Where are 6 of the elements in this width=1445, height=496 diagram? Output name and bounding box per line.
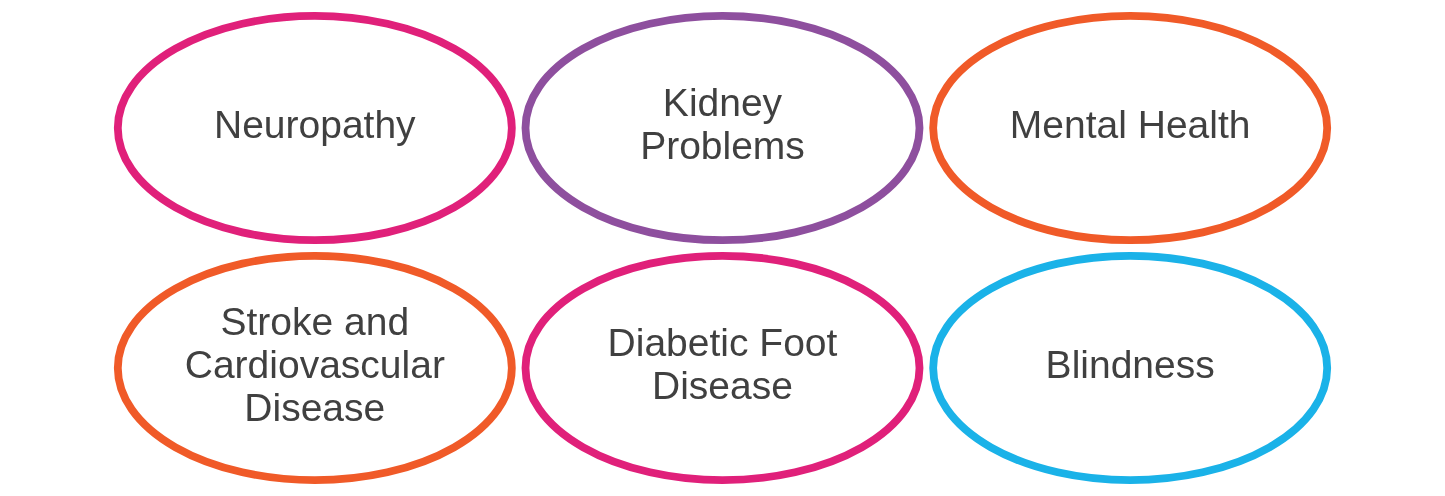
node-ellipse: Stroke and Cardiovascular Disease bbox=[113, 251, 516, 485]
node-ellipse: Blindness bbox=[929, 251, 1332, 485]
node-ellipse: Neuropathy bbox=[113, 11, 516, 245]
node-ellipse: Diabetic Foot Disease bbox=[521, 251, 924, 485]
node-ellipse: Mental Health bbox=[929, 11, 1332, 245]
node-ellipse: Kidney Problems bbox=[521, 11, 924, 245]
